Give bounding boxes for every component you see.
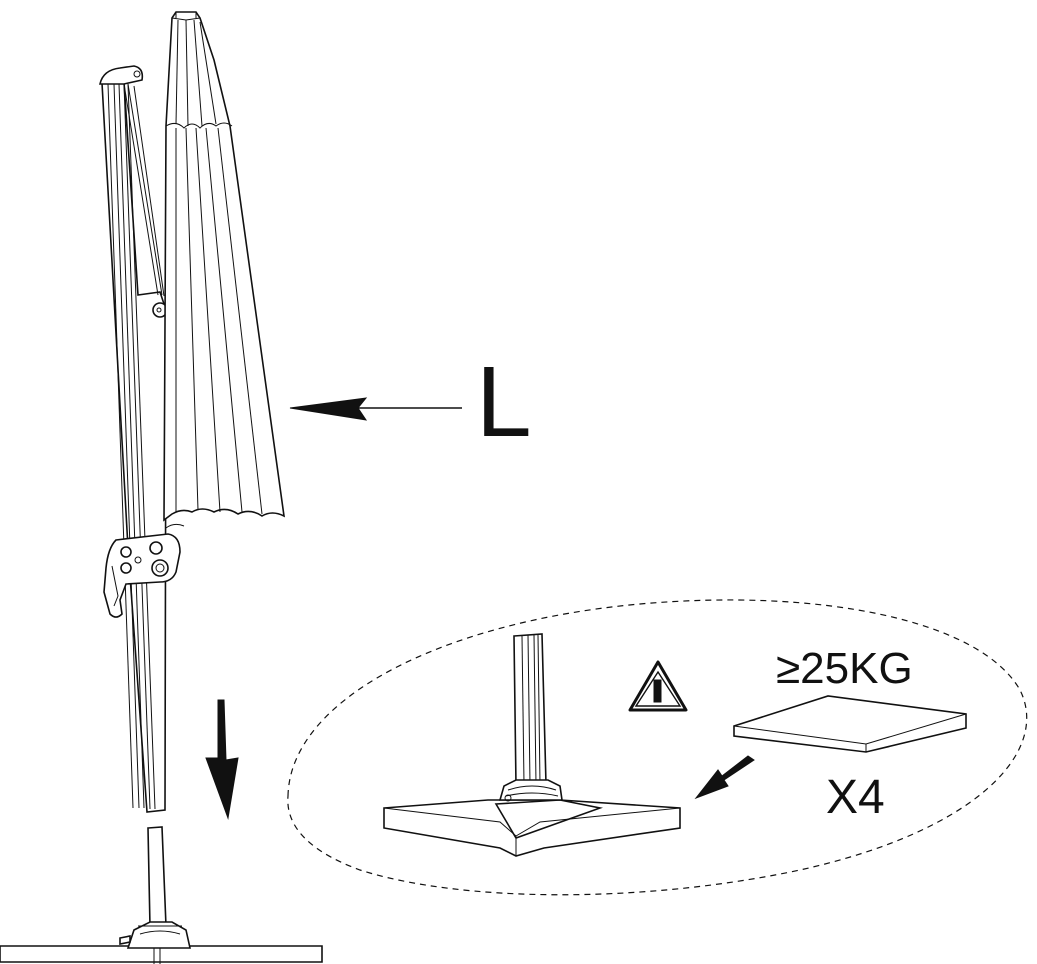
- detail-cross-base: [383, 779, 681, 857]
- umbrella-canopy: [163, 11, 286, 529]
- detail-pole: [513, 633, 547, 787]
- weight-requirement-label: ≥25KG: [776, 644, 913, 693]
- insert-down-arrow: [205, 699, 239, 820]
- umbrella-assembly: [0, 11, 323, 964]
- umbrella-base-left: [0, 921, 323, 964]
- quantity-label: X4: [826, 771, 885, 824]
- detail-ellipse: [287, 599, 1028, 896]
- umbrella-arm: [99, 65, 168, 813]
- detail-callout: [287, 599, 1028, 896]
- weight-slab: [733, 695, 967, 753]
- pole-stub: [147, 826, 167, 928]
- part-label-L: L: [476, 346, 532, 458]
- tilt-bracket: [103, 533, 181, 618]
- warning-triangle-icon: [628, 660, 688, 712]
- callout-arrow-L: [289, 397, 462, 421]
- place-weight-arrow: [694, 755, 755, 800]
